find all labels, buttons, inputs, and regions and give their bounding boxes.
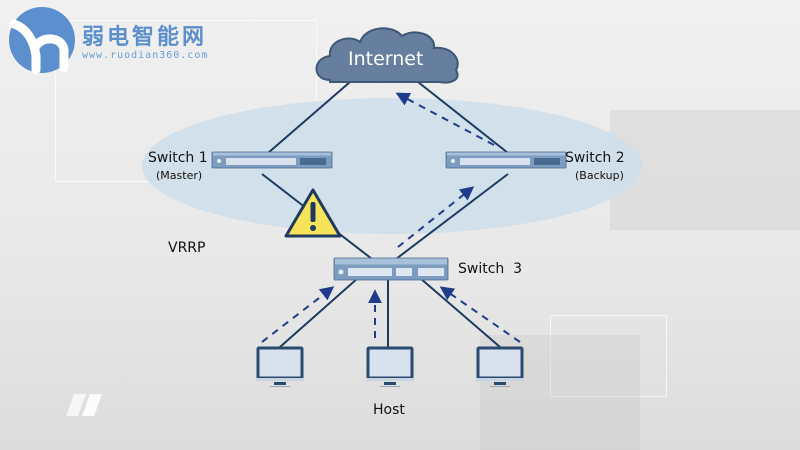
host3-monitor-icon: [474, 346, 526, 389]
host-label: Host: [373, 402, 405, 418]
warning-icon: [284, 188, 342, 238]
cloud-icon: [315, 27, 459, 84]
switch2-icon: [445, 151, 567, 169]
switch1-label: Switch 1: [148, 150, 208, 166]
link-switch3-host3: [419, 277, 501, 348]
logo-url: www.ruodian360.com: [82, 50, 209, 61]
link-switch3-host1: [279, 277, 359, 348]
link-internet-switch2: [417, 81, 509, 154]
link-switch2-switch3: [395, 173, 509, 260]
background-frame: [550, 315, 667, 397]
switch2-role: (Backup): [575, 169, 624, 182]
link-internet-switch1: [267, 81, 351, 154]
decorative-stripes: [66, 394, 102, 416]
switch3-label: Switch 3: [458, 261, 523, 277]
traffic-arrow-to-switch2: [397, 186, 475, 248]
vrrp-label: VRRP: [168, 240, 206, 256]
internet-label: Internet: [348, 48, 424, 70]
switch1-icon: [211, 151, 333, 169]
logo-title: 弱电智能网: [82, 25, 208, 50]
vrrp-group-ellipse: [142, 98, 642, 234]
traffic-arrow-host3: [439, 286, 521, 343]
switch2-label: Switch 2: [565, 150, 625, 166]
traffic-arrow-to-internet: [395, 92, 495, 146]
traffic-arrow-host1: [261, 286, 335, 343]
background-panel: [610, 110, 800, 230]
logo-icon: [9, 7, 75, 75]
switch1-role: (Master): [156, 169, 203, 182]
host1-monitor-icon: [254, 346, 306, 389]
switch3-icon: [333, 257, 449, 281]
host2-monitor-icon: [364, 346, 416, 389]
